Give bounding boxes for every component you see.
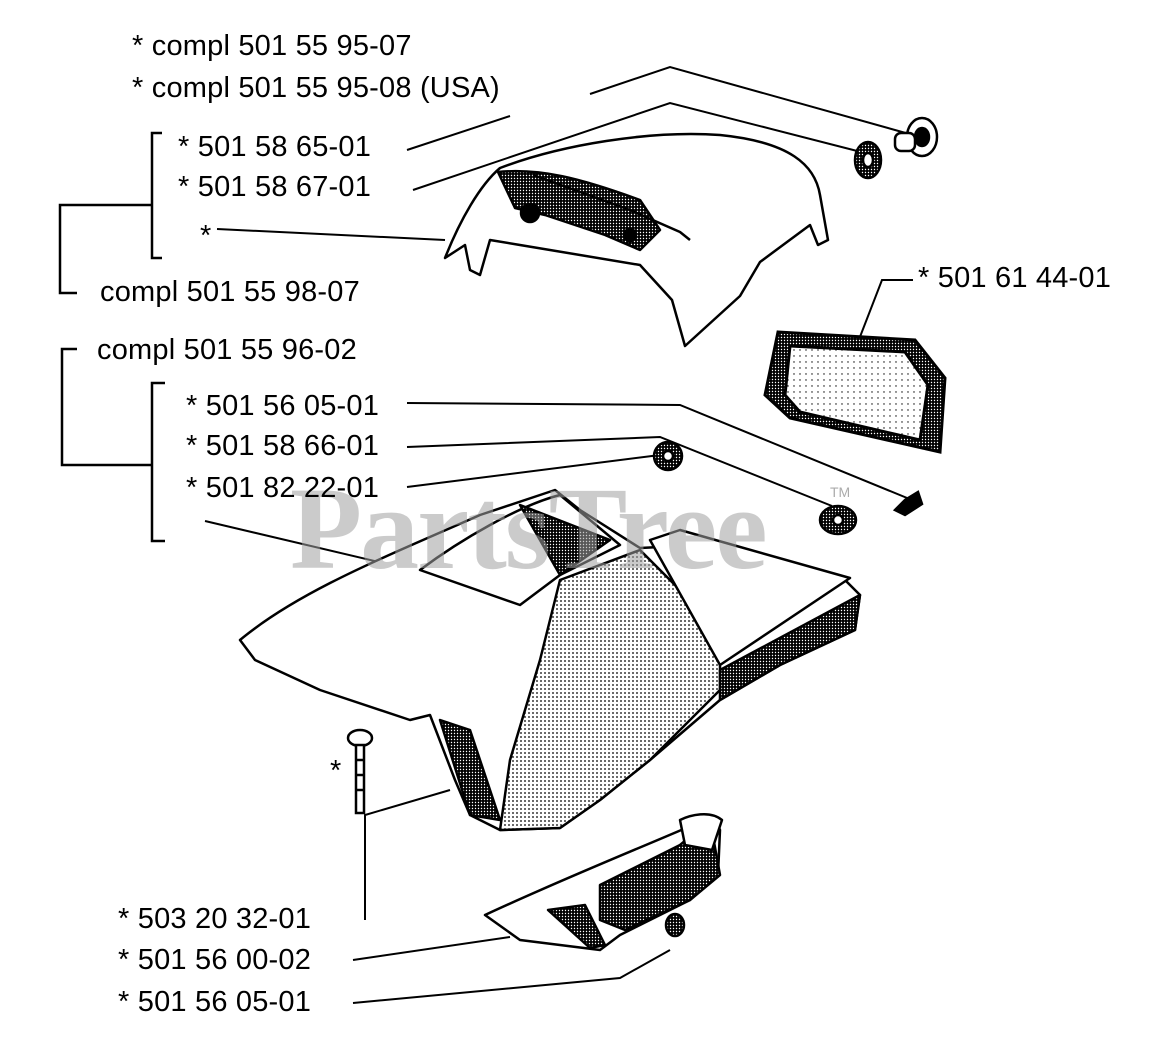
label-upper-1: * 501 58 65-01 xyxy=(178,131,372,163)
lower-cover-drawing xyxy=(238,440,862,832)
screw-drawing xyxy=(346,728,374,815)
label-lower-compl: compl 501 55 96-02 xyxy=(97,334,357,366)
label-upper-star: * xyxy=(200,220,212,252)
label-lower-1: * 501 56 05-01 xyxy=(186,390,380,422)
label-lower-2: * 501 58 66-01 xyxy=(186,430,380,462)
label-screw-star: * xyxy=(330,755,342,787)
leader-lines xyxy=(204,65,921,1004)
bracket-lower-group xyxy=(60,347,165,543)
upper-cover-drawing xyxy=(443,132,830,348)
label-upper-compl: compl 501 55 98-07 xyxy=(100,276,360,308)
small-parts-drawing xyxy=(818,490,924,536)
label-filter: * 501 61 44-01 xyxy=(918,262,1112,294)
grommet-top-drawing xyxy=(853,116,939,180)
label-top-set-1: * compl 501 55 95-07 xyxy=(132,30,412,62)
trademark-mark: TM xyxy=(830,484,851,500)
label-lower-3: * 501 82 22-01 xyxy=(186,472,380,504)
filter-drawing xyxy=(763,330,947,454)
bracket-upper-group xyxy=(58,131,162,295)
label-upper-2: * 501 58 67-01 xyxy=(178,171,372,203)
bottom-plate-drawing xyxy=(483,813,724,952)
label-bottom-3: * 501 56 05-01 xyxy=(118,986,312,1018)
label-bottom-2: * 501 56 00-02 xyxy=(118,944,312,976)
watermark: PartsTree xyxy=(290,463,768,594)
label-top-set-2: * compl 501 55 95-08 (USA) xyxy=(132,72,500,104)
label-bottom-1: * 503 20 32-01 xyxy=(118,903,312,935)
